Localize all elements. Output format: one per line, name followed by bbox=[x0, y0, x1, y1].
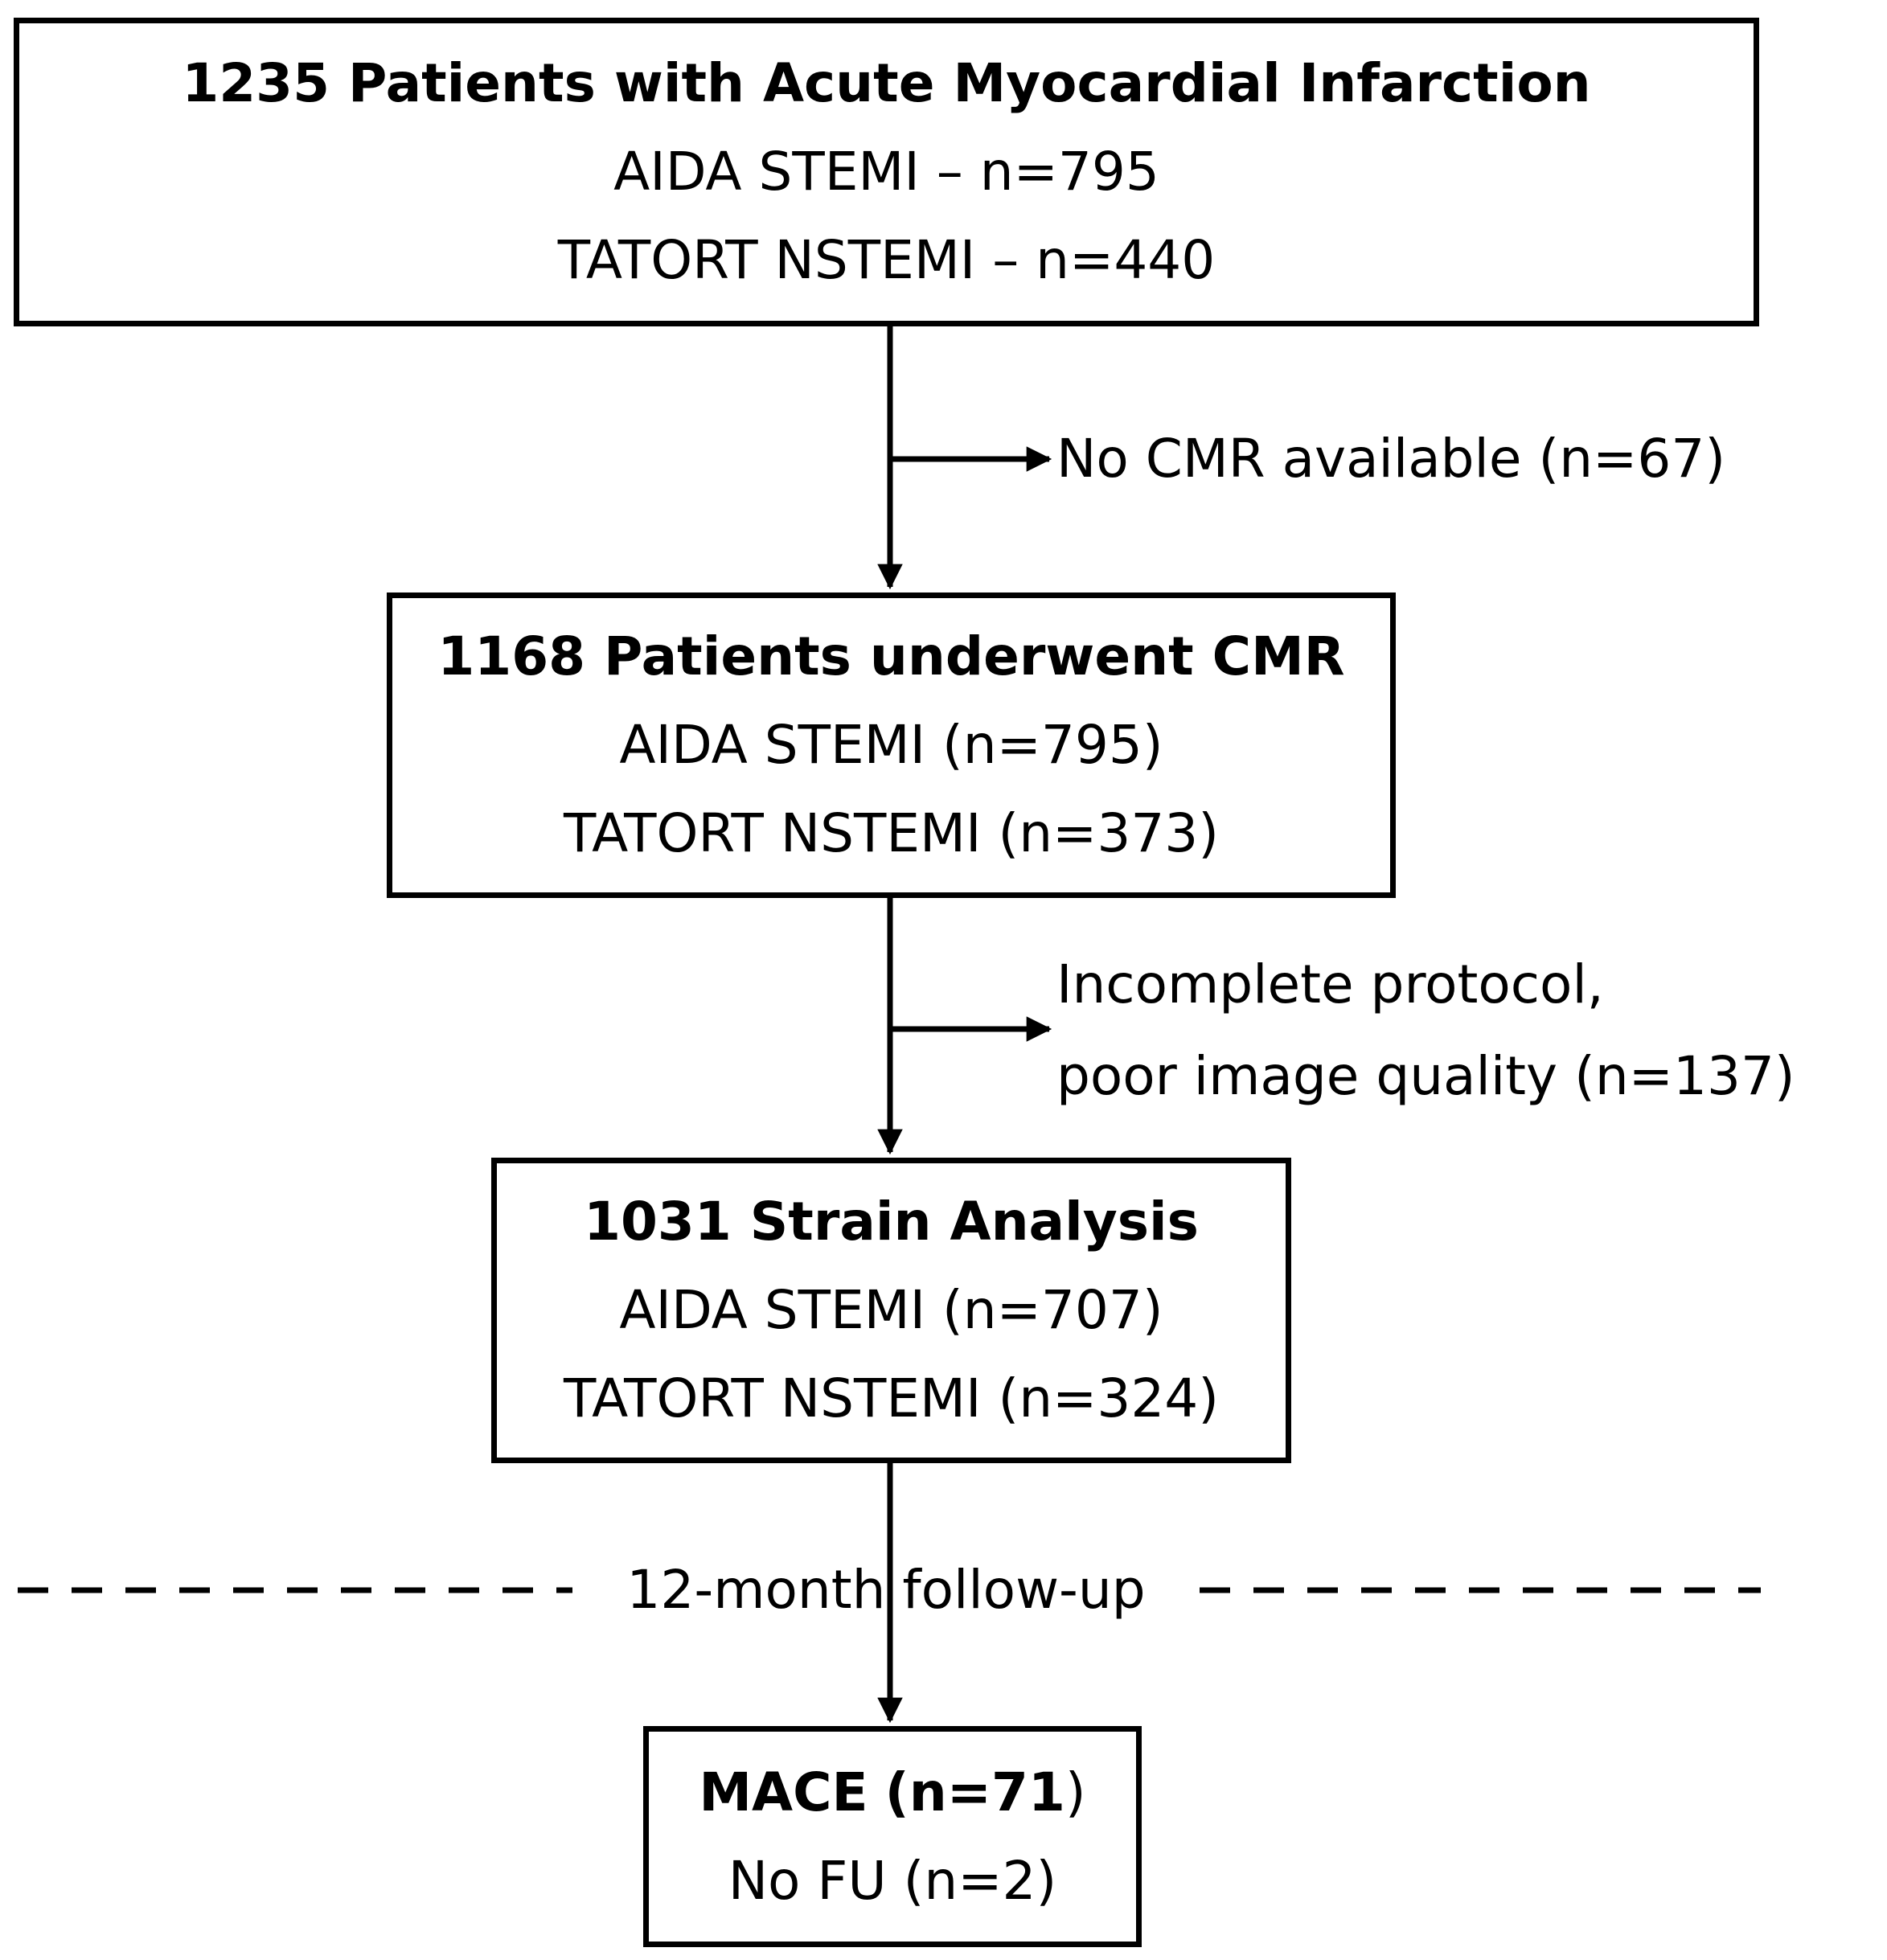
exclusion-no-cmr-note: No CMR available (n=67) bbox=[1056, 428, 1726, 490]
underwent-cmr-title: 1168 Patients underwent CMR bbox=[437, 625, 1345, 687]
mace-count: (n=71 bbox=[884, 1761, 1065, 1823]
underwent-cmr-stemi-count: AIDA STEMI (n=795) bbox=[619, 714, 1163, 776]
strain-analysis-stemi-count: AIDA STEMI (n=707) bbox=[619, 1279, 1163, 1341]
enrolled-box: 1235 Patients with Acute Myocardial Infa… bbox=[14, 18, 1759, 326]
strain-analysis-box: 1031 Strain Analysis AIDA STEMI (n=707) … bbox=[491, 1158, 1291, 1463]
mace-count-close: ) bbox=[1065, 1761, 1086, 1823]
mace-line: MACE (n=71) bbox=[699, 1749, 1085, 1837]
outcome-box: MACE (n=71) No FU (n=2) bbox=[643, 1726, 1142, 1947]
underwent-cmr-box: 1168 Patients underwent CMR AIDA STEMI (… bbox=[387, 593, 1396, 898]
enrolled-stemi-count: AIDA STEMI – n=795 bbox=[613, 141, 1159, 203]
exclusion-quality-line2: poor image quality (n=137) bbox=[1056, 1045, 1795, 1107]
followup-label: 12-month follow-up bbox=[626, 1559, 1146, 1621]
strain-analysis-title: 1031 Strain Analysis bbox=[584, 1191, 1199, 1253]
no-followup-line: No FU (n=2) bbox=[728, 1849, 1057, 1912]
exclusion-quality-note: Incomplete protocol, poor image quality … bbox=[1056, 939, 1795, 1122]
exclusion-quality-line1: Incomplete protocol, bbox=[1056, 953, 1604, 1015]
enrolled-nstemi-count: TATORT NSTEMI – n=440 bbox=[557, 229, 1216, 291]
underwent-cmr-nstemi-count: TATORT NSTEMI (n=373) bbox=[563, 802, 1220, 864]
mace-label: MACE bbox=[699, 1761, 868, 1823]
enrolled-title: 1235 Patients with Acute Myocardial Infa… bbox=[182, 52, 1591, 114]
strain-analysis-nstemi-count: TATORT NSTEMI (n=324) bbox=[563, 1367, 1220, 1429]
